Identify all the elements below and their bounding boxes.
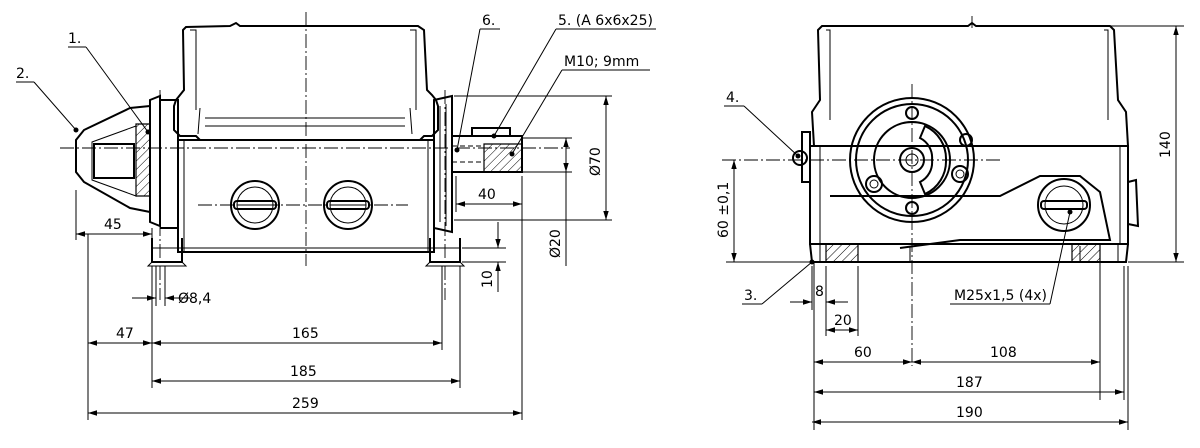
- dim-dia20: Ø20: [548, 229, 564, 258]
- dim-dia70: Ø70: [588, 147, 604, 176]
- dim-60: 60: [854, 345, 872, 361]
- dim-10: 10: [480, 270, 496, 288]
- side-foot-left: [151, 238, 183, 263]
- side-view: [60, 12, 570, 300]
- dim-140: 140: [1158, 131, 1174, 158]
- dim-165: 165: [292, 326, 319, 342]
- hatched-base-right: [1071, 243, 1101, 263]
- callout-6: 6.: [482, 13, 495, 29]
- dim-259: 259: [292, 396, 319, 412]
- callout-conduit: M25x1,5 (4x): [954, 288, 1047, 304]
- callout-2: 2.: [16, 66, 29, 82]
- callout-5: 5. (A 6x6x25): [558, 13, 653, 29]
- dim-190: 190: [956, 405, 983, 421]
- dim-185: 185: [290, 364, 317, 380]
- callout-thread: M10; 9mm: [564, 54, 639, 70]
- dim-45: 45: [104, 217, 122, 233]
- front-dimensions: 140 60 ±0,1 8 20 60 108 187 190: [716, 25, 1184, 430]
- hatched-bearing-left: [135, 123, 151, 197]
- dim-40: 40: [478, 187, 496, 203]
- front-base: [809, 243, 1129, 263]
- dim-hole: Ø8,4: [178, 291, 211, 307]
- callout-1: 1.: [68, 31, 81, 47]
- side-callouts: 1. 2. 6. 5. (A 6x6x25) M10; 9mm: [16, 13, 656, 157]
- dim-187: 187: [956, 375, 983, 391]
- dim-47: 47: [116, 326, 134, 342]
- handwheel-guard: [75, 105, 151, 213]
- callout-4: 4.: [726, 90, 739, 106]
- hatched-base-left: [825, 243, 859, 263]
- front-cable-gland: [1037, 178, 1091, 232]
- ground-screw: [792, 150, 808, 166]
- dim-8: 8: [815, 284, 824, 300]
- side-right-flange: [433, 94, 453, 234]
- front-callouts: 4. 3. M25x1,5 (4x): [724, 90, 1073, 305]
- side-left-flange: [149, 94, 161, 228]
- callout-3: 3.: [744, 288, 757, 304]
- dim-108: 108: [990, 345, 1017, 361]
- front-view: [722, 16, 1140, 366]
- dim-20: 20: [834, 313, 852, 329]
- side-dimensions: 45 Ø8,4 47 165 185 259 40 10: [75, 95, 612, 420]
- dim-60-tol: 60 ±0,1: [716, 182, 732, 238]
- front-cover: [810, 21, 1130, 147]
